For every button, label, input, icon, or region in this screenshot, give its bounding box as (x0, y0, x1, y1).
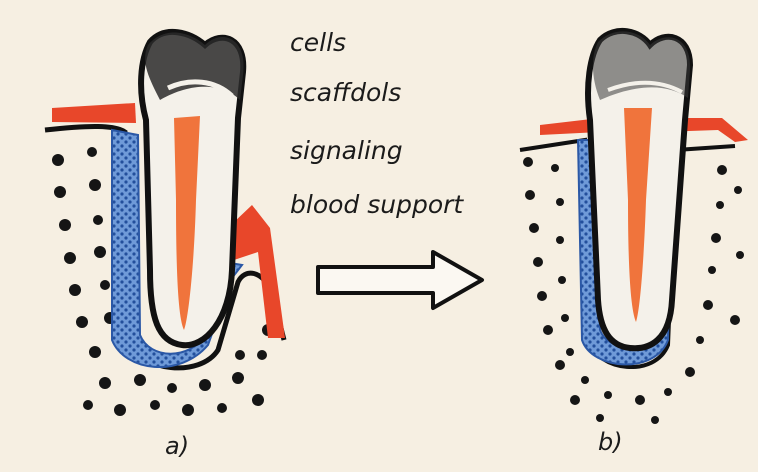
factor-signaling: signaling (290, 136, 403, 165)
factor-blood-support: blood support (290, 190, 463, 219)
factor-cells: cells (290, 28, 346, 57)
panel-a-gum-left (52, 103, 136, 123)
panel-b-tooth (520, 31, 748, 424)
panel-a-label: a) (165, 432, 189, 460)
panel-a-tooth (45, 32, 285, 416)
factor-scaffolds: scaffdols (290, 78, 401, 107)
panel-b-label: b) (598, 428, 623, 456)
arrow (318, 252, 482, 308)
